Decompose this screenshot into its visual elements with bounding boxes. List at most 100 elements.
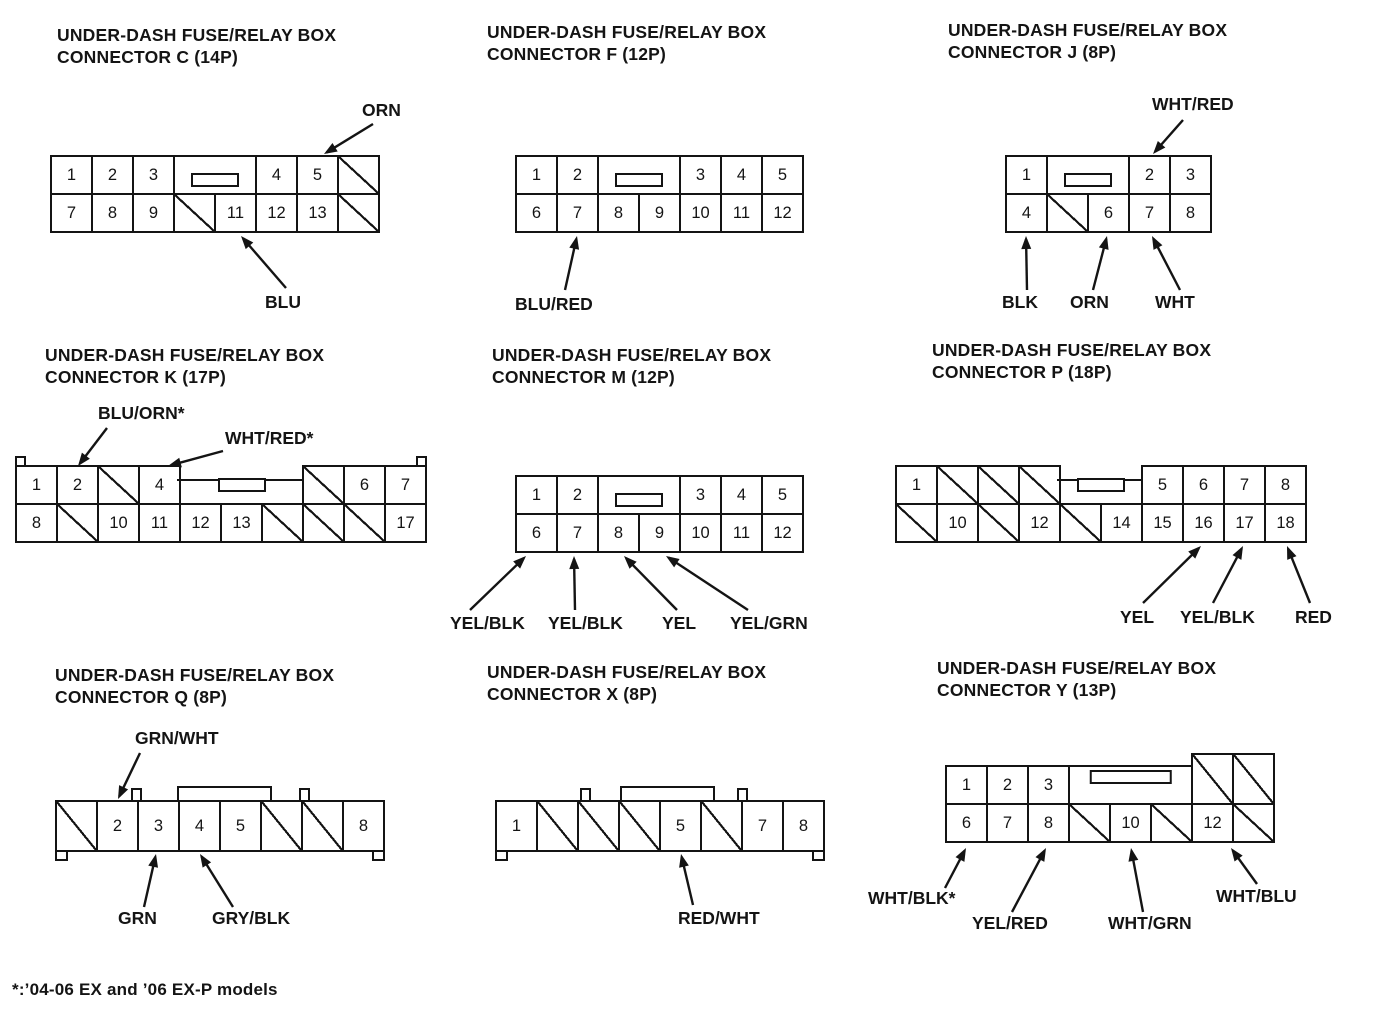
connector-foot (55, 850, 68, 861)
connector-m-diagram: UNDER-DASH FUSE/RELAY BOX CONNECTOR M (1… (440, 340, 890, 645)
title-line: UNDER-DASH FUSE/RELAY BOX (937, 658, 1217, 678)
pin-cell: 7 (384, 465, 427, 505)
wire-label-yel-red: YEL/RED (972, 913, 1048, 933)
pin-cell: 1 (515, 155, 558, 195)
title-line: CONNECTOR Y (13P) (937, 679, 1117, 700)
pin-cell: 12 (1191, 803, 1234, 843)
unused-pin-cell (1059, 503, 1102, 543)
pin-cell: 8 (342, 800, 385, 852)
connector-x-diagram: UNDER-DASH FUSE/RELAY BOX CONNECTOR X (8… (460, 655, 900, 985)
connector-y-diagram: UNDER-DASH FUSE/RELAY BOX CONNECTOR Y (1… (860, 650, 1380, 995)
title-line: UNDER-DASH FUSE/RELAY BOX (57, 25, 337, 45)
connector-opening (173, 155, 257, 195)
connector-f-title: UNDER-DASH FUSE/RELAY BOX CONNECTOR F (1… (487, 22, 766, 66)
pin-cell: 12 (761, 193, 804, 233)
lock-tab (191, 173, 239, 187)
pin-cell: 12 (179, 503, 222, 543)
pin-cell: 10 (679, 193, 722, 233)
wire-label-orn: ORN (362, 100, 401, 120)
pin-cell: 4 (720, 475, 763, 515)
connector-j-diagram: UNDER-DASH FUSE/RELAY BOX CONNECTOR J (8… (930, 20, 1370, 320)
wire-label-orn: ORN (1070, 292, 1109, 312)
wire-label-wht-red: WHT/RED (1152, 94, 1234, 114)
connector-latch-tab (580, 788, 591, 802)
pin-cell: 2 (986, 765, 1029, 805)
connector-latch-tab (299, 788, 310, 802)
wire-label-yel-blk: YEL/BLK (450, 613, 525, 633)
unused-pin-cell (895, 503, 938, 543)
pin-cell: 17 (1223, 503, 1266, 543)
unused-pin-cell (977, 503, 1020, 543)
pin-cell: 9 (132, 193, 175, 233)
pin-cell: 1 (945, 765, 988, 805)
connector-opening (597, 475, 681, 515)
pin-cell: 6 (515, 513, 558, 553)
pin-cell: 3 (137, 800, 180, 852)
pin-cell: 8 (597, 193, 640, 233)
pin-cell: 6 (945, 803, 988, 843)
connector-q-title: UNDER-DASH FUSE/RELAY BOX CONNECTOR Q (8… (55, 665, 334, 709)
connector-latch-block (177, 786, 272, 802)
lock-tab (615, 173, 663, 187)
pin-cell: 8 (15, 503, 58, 543)
pin-cell: 1 (1005, 155, 1048, 195)
title-line: CONNECTOR J (8P) (948, 41, 1117, 62)
unused-pin-cell (260, 800, 303, 852)
connector-foot (495, 850, 508, 861)
title-line: CONNECTOR Q (8P) (55, 686, 228, 707)
pin-cell: 9 (638, 193, 681, 233)
unused-pin-cell (343, 503, 386, 543)
pin-cell: 1 (515, 475, 558, 515)
unused-pin-cell (55, 800, 98, 852)
unused-pin-cell (301, 800, 344, 852)
wire-label-wht-blk: WHT/BLK* (868, 888, 956, 908)
pin-cell: 4 (178, 800, 221, 852)
unused-pin-cell (337, 155, 380, 195)
pin-cell: 12 (255, 193, 298, 233)
connector-opening (1046, 155, 1130, 195)
connector-c-title: UNDER-DASH FUSE/RELAY BOX CONNECTOR C (1… (57, 25, 336, 69)
connector-m-title: UNDER-DASH FUSE/RELAY BOX CONNECTOR M (1… (492, 345, 771, 389)
pin-cell: 5 (761, 475, 804, 515)
unused-pin-cell (1046, 193, 1089, 233)
wire-label-wht: WHT (1155, 292, 1195, 312)
wire-label-red-wht: RED/WHT (678, 908, 760, 928)
lock-tab (1064, 173, 1112, 187)
pin-cell: 6 (1087, 193, 1130, 233)
pin-cell: 8 (1169, 193, 1212, 233)
pin-cell: 8 (597, 513, 640, 553)
connector-foot (812, 850, 825, 861)
connector-foot (372, 850, 385, 861)
pin-cell: 10 (97, 503, 140, 543)
unused-pin-cell (56, 503, 99, 543)
wire-label-blu: BLU (265, 292, 301, 312)
pin-cell: 12 (1018, 503, 1061, 543)
pin-cell: 5 (659, 800, 702, 852)
recessed-opening (177, 465, 306, 505)
wire-label-gry-blk: GRY/BLK (212, 908, 291, 928)
connector-x-title: UNDER-DASH FUSE/RELAY BOX CONNECTOR X (8… (487, 662, 766, 706)
unused-pin-cell (302, 503, 345, 543)
pin-cell: 4 (138, 465, 181, 505)
pin-cell: 8 (1027, 803, 1070, 843)
connector-p-diagram: UNDER-DASH FUSE/RELAY BOX CONNECTOR P (1… (880, 335, 1380, 640)
recessed-opening (1057, 465, 1145, 505)
title-line: CONNECTOR K (17P) (45, 366, 227, 387)
pin-cell: 15 (1141, 503, 1184, 543)
title-line: CONNECTOR C (14P) (57, 46, 239, 67)
unused-pin-cell (261, 503, 304, 543)
title-line: UNDER-DASH FUSE/RELAY BOX (487, 662, 767, 682)
pin-cell: 2 (91, 155, 134, 195)
lock-tab (217, 478, 266, 492)
wire-label-wht-red: WHT/RED* (225, 428, 314, 448)
unused-pin-cell (700, 800, 743, 852)
pin-cell: 6 (1182, 465, 1225, 505)
wire-label-wht-grn: WHT/GRN (1108, 913, 1192, 933)
pin-cell: 5 (1141, 465, 1184, 505)
